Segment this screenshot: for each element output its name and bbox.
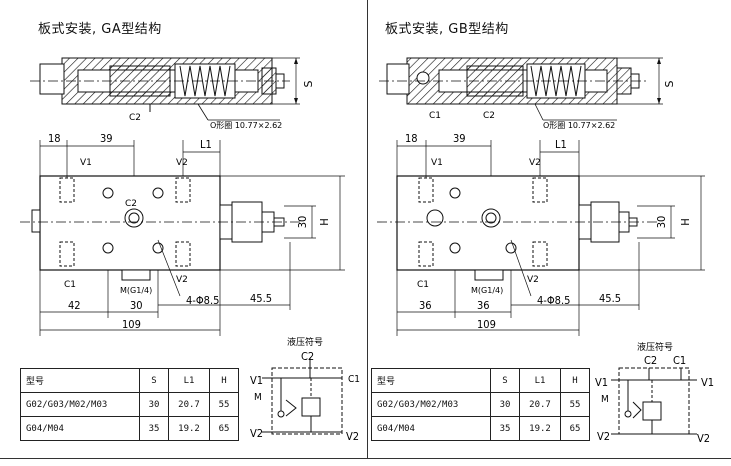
hyd-title: 液压符号 xyxy=(637,341,673,353)
thread-label: M(G1/4) xyxy=(471,286,503,295)
panel-title: 板式安装, GB型结构 xyxy=(385,22,509,37)
cell-s: 30 xyxy=(139,392,169,417)
table-header-row: 型号 S L1 H xyxy=(371,368,590,393)
th-h: H xyxy=(209,368,239,393)
hydraulic-symbol xyxy=(611,367,697,435)
dim-30v: 30 xyxy=(296,216,309,229)
panel-title: 板式安装, GA型结构 xyxy=(38,22,162,37)
holes-label: 4-Φ8.5 xyxy=(186,294,219,307)
dim-18: 18 xyxy=(405,132,418,145)
table-row: G02/G03/M02/M03 30 20.7 55 xyxy=(20,392,239,417)
th-h: H xyxy=(560,368,590,393)
section-view xyxy=(379,57,663,121)
cell-model: G04/M04 xyxy=(371,416,491,441)
dim-45-5: 45.5 xyxy=(599,292,621,305)
dim-l1: L1 xyxy=(555,138,567,151)
hyd-m: M xyxy=(601,394,609,405)
dim-45-5: 45.5 xyxy=(250,292,272,305)
bottom-border xyxy=(0,458,731,459)
hyd-v1-right: V1 xyxy=(701,376,714,389)
port-v2-bottom: V2 xyxy=(176,275,188,285)
dim-109: 109 xyxy=(122,318,141,331)
dim-l1: L1 xyxy=(200,138,212,151)
panel-gb: 板式安装, GB型结构 S C1 C2 O形圈 xyxy=(367,0,731,458)
section-s-label: S xyxy=(302,80,315,87)
cell-l1: 20.7 xyxy=(519,392,561,417)
th-s: S xyxy=(490,368,520,393)
dim-39: 39 xyxy=(100,132,113,145)
hyd-m: M xyxy=(254,392,262,403)
ga-drawing: S C2 O形圈 10.77×2.62 xyxy=(20,57,360,443)
panel-ga: 板式安装, GA型结构 S xyxy=(0,0,367,458)
thread-label: M(G1/4) xyxy=(120,286,152,295)
gb-drawing: S C1 C2 O形圈 10.77×2.62 xyxy=(377,57,714,445)
cell-model: G04/M04 xyxy=(20,416,140,441)
cell-h: 55 xyxy=(209,392,239,417)
port-v2-top: V2 xyxy=(176,158,188,168)
hyd-v2-right: V2 xyxy=(697,432,710,445)
spec-table: 型号 S L1 H G02/G03/M02/M03 30 20.7 55 G04… xyxy=(20,368,239,441)
hyd-v1: V1 xyxy=(250,374,263,387)
th-model: 型号 xyxy=(371,368,491,393)
port-c1: C1 xyxy=(417,280,429,290)
table-header-row: 型号 S L1 H xyxy=(20,368,239,393)
port-c1: C1 xyxy=(64,280,76,290)
port-v1: V1 xyxy=(431,158,443,168)
table-row: G02/G03/M02/M03 30 20.7 55 xyxy=(371,392,590,417)
section-s-label: S xyxy=(663,80,676,87)
cell-h: 65 xyxy=(209,416,239,441)
cell-l1: 20.7 xyxy=(168,392,210,417)
hyd-v2-right: V2 xyxy=(346,430,359,443)
section-view xyxy=(30,57,300,121)
port-v2-top: V2 xyxy=(529,158,541,168)
dim-36b: 36 xyxy=(477,299,490,312)
dim-42: 42 xyxy=(68,299,81,312)
section-oring-label: O形圈 10.77×2.62 xyxy=(543,121,615,130)
dim-h: H xyxy=(318,218,331,225)
hyd-v1: V1 xyxy=(595,376,608,389)
cell-l1: 19.2 xyxy=(168,416,210,441)
cell-h: 55 xyxy=(560,392,590,417)
port-v2-bottom: V2 xyxy=(527,275,539,285)
dim-30h: 30 xyxy=(130,299,143,312)
panel-divider xyxy=(367,0,368,458)
dim-39: 39 xyxy=(453,132,466,145)
plan-view xyxy=(377,140,705,336)
port-c2: C2 xyxy=(125,199,137,209)
th-model: 型号 xyxy=(20,368,140,393)
section-c1-label: C1 xyxy=(429,111,441,121)
section-c2-label: C2 xyxy=(483,111,495,121)
hyd-c1: C1 xyxy=(348,374,360,385)
spec-table: 型号 S L1 H G02/G03/M02/M03 30 20.7 55 G04… xyxy=(371,368,590,441)
cell-model: G02/G03/M02/M03 xyxy=(371,392,491,417)
cell-model: G02/G03/M02/M03 xyxy=(20,392,140,417)
section-c2-label: C2 xyxy=(129,113,141,123)
hyd-v2: V2 xyxy=(250,427,263,440)
hyd-c2: C2 xyxy=(644,354,657,367)
hyd-c2: C2 xyxy=(301,350,314,363)
th-l1: L1 xyxy=(519,368,561,393)
dim-30v: 30 xyxy=(655,216,668,229)
port-v1: V1 xyxy=(80,158,92,168)
cell-s: 35 xyxy=(139,416,169,441)
cell-s: 30 xyxy=(490,392,520,417)
dim-109: 109 xyxy=(477,318,496,331)
hyd-v2: V2 xyxy=(597,430,610,443)
hyd-c1-top: C1 xyxy=(673,354,686,367)
dim-36a: 36 xyxy=(419,299,432,312)
cell-s: 35 xyxy=(490,416,520,441)
hyd-title: 液压符号 xyxy=(287,336,323,348)
holes-label: 4-Φ8.5 xyxy=(537,294,570,307)
table-row: G04/M04 35 19.2 65 xyxy=(371,416,590,441)
dim-h: H xyxy=(679,218,692,225)
cell-h: 65 xyxy=(560,416,590,441)
section-oring-label: O形圈 10.77×2.62 xyxy=(210,121,282,130)
table-row: G04/M04 35 19.2 65 xyxy=(20,416,239,441)
th-s: S xyxy=(139,368,169,393)
cell-l1: 19.2 xyxy=(519,416,561,441)
hydraulic-symbol xyxy=(262,358,343,435)
plan-view xyxy=(20,140,345,336)
dim-18: 18 xyxy=(48,132,61,145)
th-l1: L1 xyxy=(168,368,210,393)
